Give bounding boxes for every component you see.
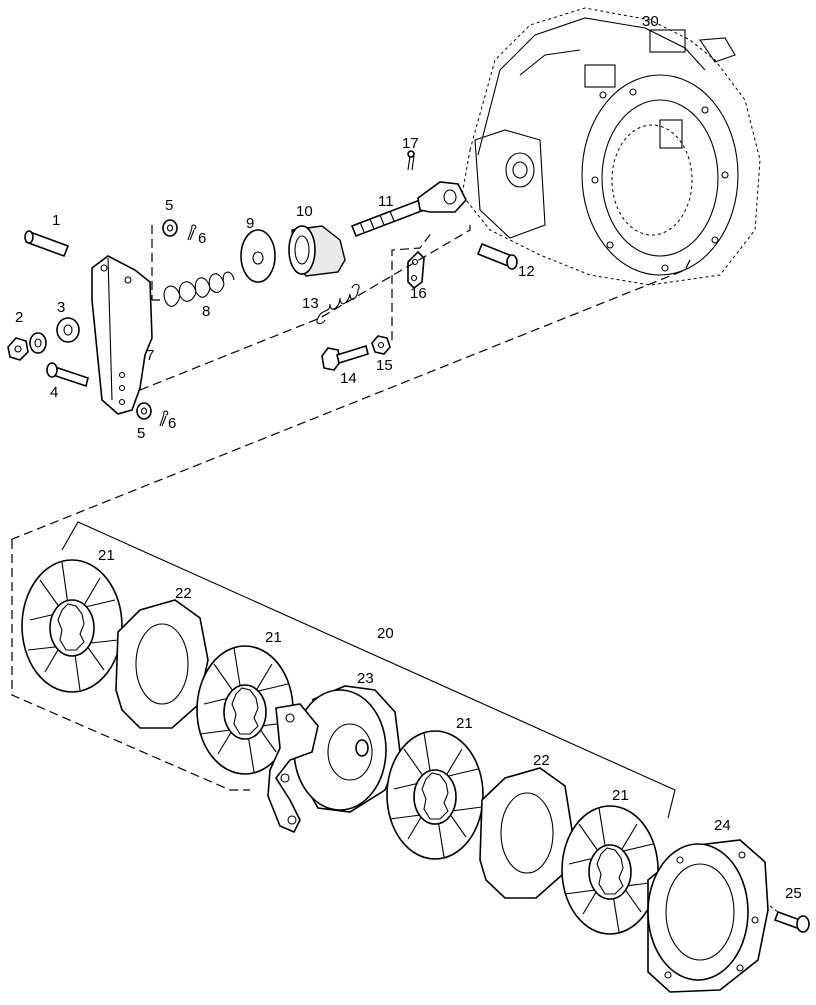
nut-part-2: 2 (7, 309, 47, 361)
callout-1: 1 (52, 212, 60, 229)
callout-22-first: 22 (175, 585, 192, 602)
callout-12: 12 (518, 263, 535, 280)
spring-part-13: 13 (302, 283, 360, 325)
bolt-part-4: 4 (46, 362, 89, 401)
callout-10: 10 (296, 203, 313, 220)
callout-21-third: 21 (456, 715, 473, 732)
housing-part-30: 30 (461, 7, 761, 286)
spring-part-8: 8 (163, 271, 235, 320)
cup-part-10: 10 (288, 203, 346, 277)
callout-24: 24 (714, 817, 731, 834)
callout-13: 13 (302, 295, 319, 312)
callout-21-first: 21 (98, 547, 115, 564)
callout-2: 2 (15, 309, 23, 326)
callout-20: 20 (377, 625, 394, 642)
callout-30: 30 (642, 13, 659, 30)
pin-part-1: 1 (24, 212, 70, 258)
plate-part-16: 16 (407, 250, 427, 302)
callout-9: 9 (246, 215, 254, 232)
callout-5-upper: 5 (165, 197, 173, 214)
split-pin-part-17: 17 (402, 135, 419, 171)
washer-part-5-lower: 5 (136, 402, 152, 442)
callout-16: 16 (410, 285, 427, 302)
pin-part-12: 12 (476, 242, 535, 280)
callout-5-lower: 5 (137, 425, 145, 442)
friction-disc-part-21-third: 21 (386, 715, 484, 860)
split-pin-part-6-upper: 6 (187, 224, 206, 247)
washer-part-9: 9 (240, 215, 276, 283)
friction-disc-part-21-fourth: 21 (561, 787, 659, 935)
callout-8: 8 (202, 303, 210, 320)
actuator-part-23: 23 (267, 670, 401, 834)
separator-plate-part-22-first: 22 (115, 585, 209, 729)
cover-plate-part-24: 24 (647, 817, 769, 993)
washer-part-5-upper: 5 (162, 197, 178, 237)
lever-part-7: 7 (91, 255, 154, 415)
friction-disc-part-21-second: 21 (196, 629, 294, 775)
assembly-guide-lines-upper (9, 222, 691, 541)
callout-23: 23 (357, 670, 374, 687)
callout-14: 14 (340, 370, 357, 387)
split-pin-part-6-lower: 6 (159, 410, 176, 432)
washer-part-3: 3 (56, 299, 80, 343)
friction-disc-part-21-first: 21 (21, 547, 123, 693)
callout-7: 7 (146, 347, 154, 364)
bolt-part-14: 14 (321, 344, 369, 387)
nut-part-15: 15 (371, 335, 393, 374)
bracket-assembly-20: 20 (61, 521, 676, 819)
callout-21-second: 21 (265, 629, 282, 646)
callout-17: 17 (402, 135, 419, 152)
callout-21-fourth: 21 (612, 787, 629, 804)
callout-6-lower: 6 (168, 415, 176, 432)
callout-3: 3 (57, 299, 65, 316)
callout-25: 25 (785, 885, 802, 902)
separator-plate-part-22-second: 22 (479, 752, 573, 899)
callout-6-upper: 6 (198, 230, 206, 247)
rod-part-11: 11 (350, 181, 467, 238)
callout-11: 11 (378, 193, 394, 210)
callout-4: 4 (50, 384, 58, 401)
callout-15: 15 (376, 357, 393, 374)
brake-pack-guide-lines (11, 540, 250, 791)
bolt-part-25: 25 (769, 885, 810, 933)
callout-22-second: 22 (533, 752, 550, 769)
